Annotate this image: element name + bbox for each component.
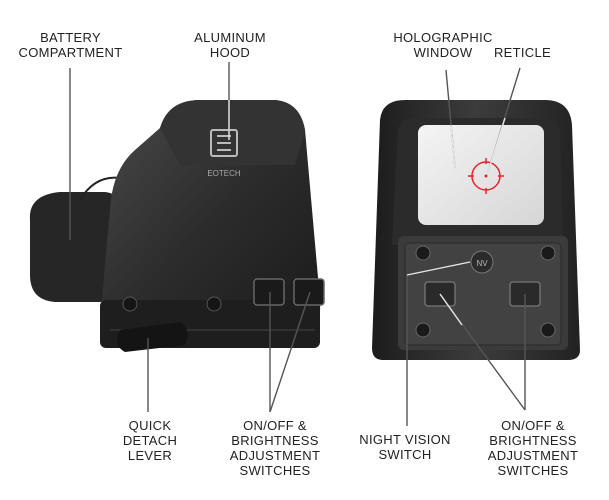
left-sight: EOTECH <box>30 100 324 352</box>
label-reticle: RETICLE <box>485 45 560 60</box>
label-on-off-brightness-left: ON/OFF & BRIGHTNESS ADJUSTMENT SWITCHES <box>220 418 330 478</box>
eotech-logo-text: EOTECH <box>207 169 241 178</box>
label-quick-detach-lever: QUICK DETACH LEVER <box>110 418 190 463</box>
label-night-vision-switch: NIGHT VISION SWITCH <box>345 432 465 462</box>
holographic-window <box>418 125 544 225</box>
label-on-off-brightness-right: ON/OFF & BRIGHTNESS ADJUSTMENT SWITCHES <box>478 418 588 478</box>
right-sight: NV <box>372 100 580 360</box>
label-battery-compartment: BATTERY COMPARTMENT <box>8 30 133 60</box>
label-aluminum-hood: ALUMINUM HOOD <box>180 30 280 60</box>
nv-mark: NV <box>476 259 488 268</box>
